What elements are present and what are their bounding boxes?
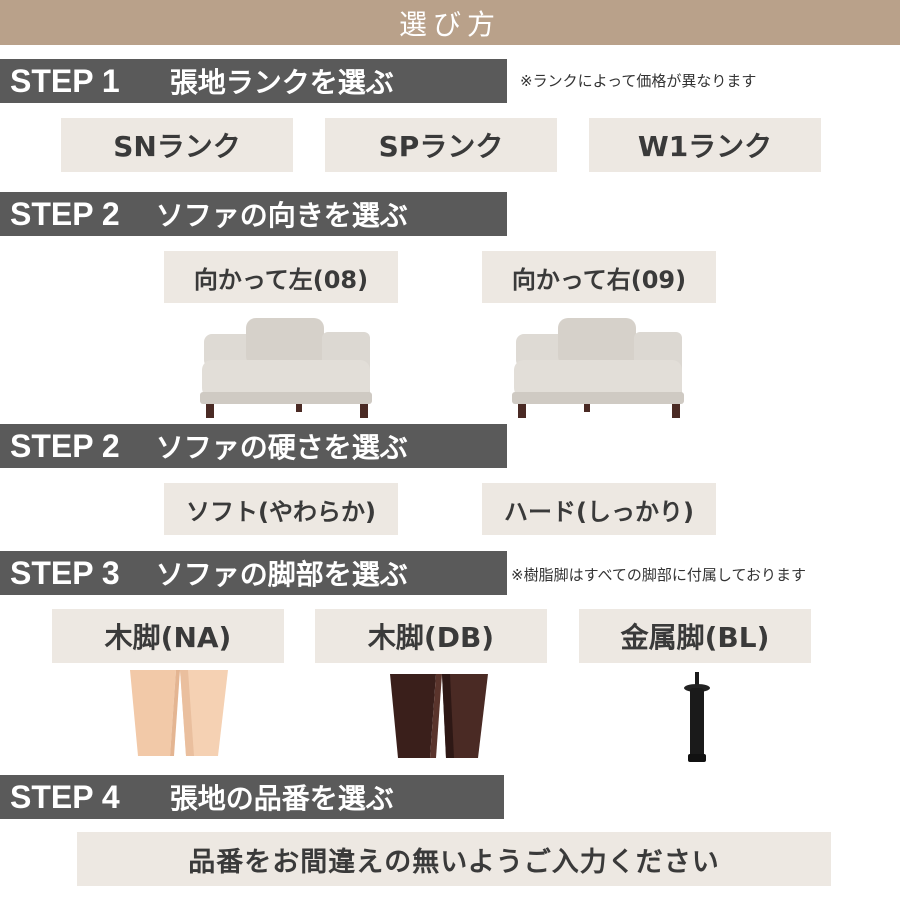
rank-option-sn[interactable]: SNランク — [61, 118, 293, 172]
leg-option-label: 木脚(NA) — [104, 621, 232, 654]
leg-option-db[interactable]: 木脚(DB) — [315, 609, 547, 663]
leg-option-label: 木脚(DB) — [367, 621, 495, 654]
direction-option-label: 向かって左(08) — [193, 265, 369, 294]
leg-option-na[interactable]: 木脚(NA) — [52, 609, 284, 663]
direction-option-left[interactable]: 向かって左(08) — [164, 251, 398, 303]
step3-title: ソファの脚部を選ぶ — [155, 558, 408, 591]
step2-firmness-bar: STEP 2 ソファの硬さを選ぶ — [0, 424, 507, 468]
firmness-option-hard[interactable]: ハード(しっかり) — [482, 483, 716, 535]
rank-option-w1[interactable]: W1ランク — [589, 118, 821, 172]
step2-number: STEP 2 — [10, 195, 120, 232]
firmness-option-label: ソフト(やわらか) — [186, 497, 376, 526]
step4-bar: STEP 4 張地の品番を選ぶ — [0, 775, 504, 819]
natural-wood-leg-image — [130, 670, 228, 756]
direction-option-right[interactable]: 向かって右(09) — [482, 251, 716, 303]
step1-title: 張地ランクを選ぶ — [169, 66, 394, 99]
dark-brown-wood-leg-image — [390, 674, 488, 758]
step2-direction-title: ソファの向きを選ぶ — [155, 199, 408, 232]
black-metal-leg-image — [684, 672, 710, 762]
firmness-option-label: ハード(しっかり) — [504, 497, 694, 526]
step1-bar: STEP 1 張地ランクを選ぶ — [0, 59, 507, 103]
step4-number: STEP 4 — [10, 778, 120, 815]
step3-number: STEP 3 — [10, 554, 120, 591]
step1-note: ※ランクによって価格が異なります — [520, 72, 757, 90]
sofa-right-image — [512, 318, 684, 418]
rank-option-sp[interactable]: SPランク — [325, 118, 557, 172]
page-title: 選び方 — [398, 7, 501, 41]
step2-direction-bar: STEP 2 ソファの向きを選ぶ — [0, 192, 507, 236]
sofa-left-image — [200, 318, 372, 418]
page-header: 選び方 — [0, 0, 900, 45]
product-code-notice: 品番をお間違えの無いようご入力ください — [77, 832, 831, 886]
step2-firmness-title: ソファの硬さを選ぶ — [155, 431, 408, 464]
step3-bar: STEP 3 ソファの脚部を選ぶ — [0, 551, 507, 595]
rank-option-label: SPランク — [378, 130, 504, 163]
step4-title: 張地の品番を選ぶ — [169, 782, 394, 815]
direction-option-label: 向かって右(09) — [511, 265, 687, 294]
leg-option-bl[interactable]: 金属脚(BL) — [579, 609, 811, 663]
firmness-option-soft[interactable]: ソフト(やわらか) — [164, 483, 398, 535]
rank-option-label: SNランク — [113, 130, 241, 163]
step1-number: STEP 1 — [10, 62, 120, 99]
product-code-notice-text: 品番をお間違えの無いようご入力ください — [188, 846, 720, 878]
step3-note: ※樹脂脚はすべての脚部に付属しております — [511, 566, 807, 584]
step2-number: STEP 2 — [10, 427, 120, 464]
leg-option-label: 金属脚(BL) — [620, 621, 770, 654]
rank-option-label: W1ランク — [637, 130, 773, 163]
